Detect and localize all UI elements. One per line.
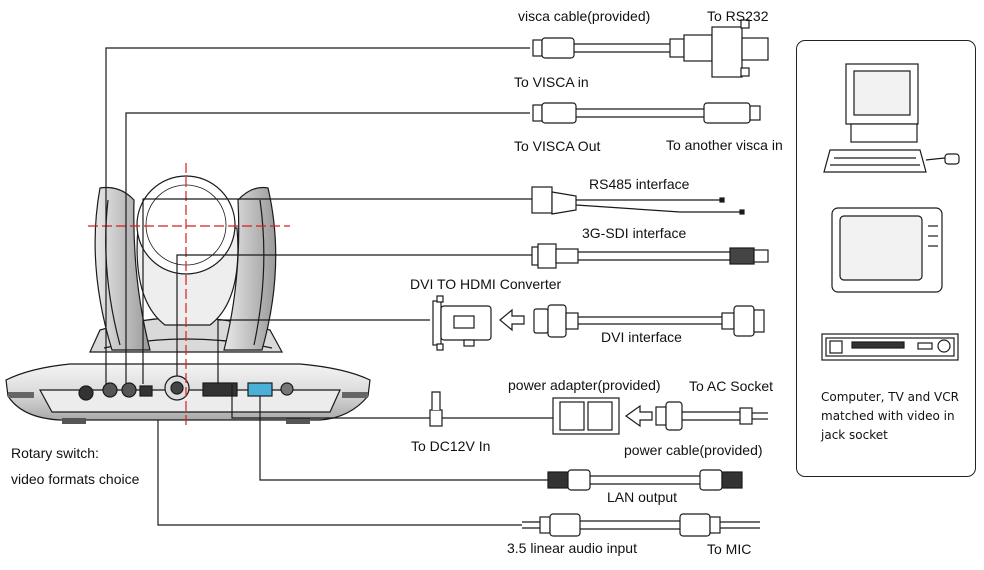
display-devices-panel (796, 40, 976, 477)
rs485-interface-label: RS485 interface (589, 176, 690, 192)
tv-icon (831, 207, 943, 293)
dvi-cable (499, 304, 765, 338)
visca-cable-label: visca cable(provided) (518, 8, 651, 24)
lan-output-label: LAN output (607, 489, 678, 505)
rotary-switch-label: Rotary switch: (11, 445, 99, 461)
to-visca-in-label: To VISCA in (514, 74, 589, 90)
to-ac-socket-label: To AC Socket (689, 378, 774, 394)
computer-icon (823, 63, 960, 173)
vcr-icon (821, 333, 959, 361)
dvi-interface-label: DVI interface (601, 329, 682, 345)
caption-line-1: Computer, TV and VCR (821, 390, 959, 404)
caption-line-3: jack socket (821, 428, 888, 442)
dvi-to-hdmi-label: DVI TO HDMI Converter (410, 276, 562, 292)
visca-out-cable (532, 102, 761, 124)
to-visca-out-label: To VISCA Out (514, 138, 601, 154)
audio-input-label: 3.5 linear audio input (507, 540, 637, 556)
power-adapter-label: power adapter(provided) (508, 377, 661, 393)
power-cable-label: power cable(provided) (624, 442, 763, 458)
lan-cable (547, 469, 743, 491)
lens-crosshair (88, 163, 290, 428)
to-dc12v-label: To DC12V In (411, 438, 491, 454)
power-adapter (429, 391, 768, 435)
sdi-interface-label: 3G-SDI interface (582, 225, 687, 241)
connection-lines (105, 47, 548, 526)
ptz-camera (5, 175, 371, 424)
caption-line-2: matched with video in (821, 409, 955, 423)
dvi-hdmi-converter (432, 295, 492, 351)
audio-cable (522, 513, 760, 537)
to-rs232-label: To RS232 (707, 8, 769, 24)
visca-cable (532, 19, 769, 78)
to-mic-label: To MIC (707, 541, 752, 557)
sdi-cable (531, 243, 769, 269)
rs485-cable (531, 186, 745, 215)
side-panel-caption: Computer, TV and VCR matched with video … (821, 388, 971, 445)
to-another-visca-in-label: To another visca in (666, 137, 783, 153)
video-formats-label: video formats choice (11, 471, 140, 487)
